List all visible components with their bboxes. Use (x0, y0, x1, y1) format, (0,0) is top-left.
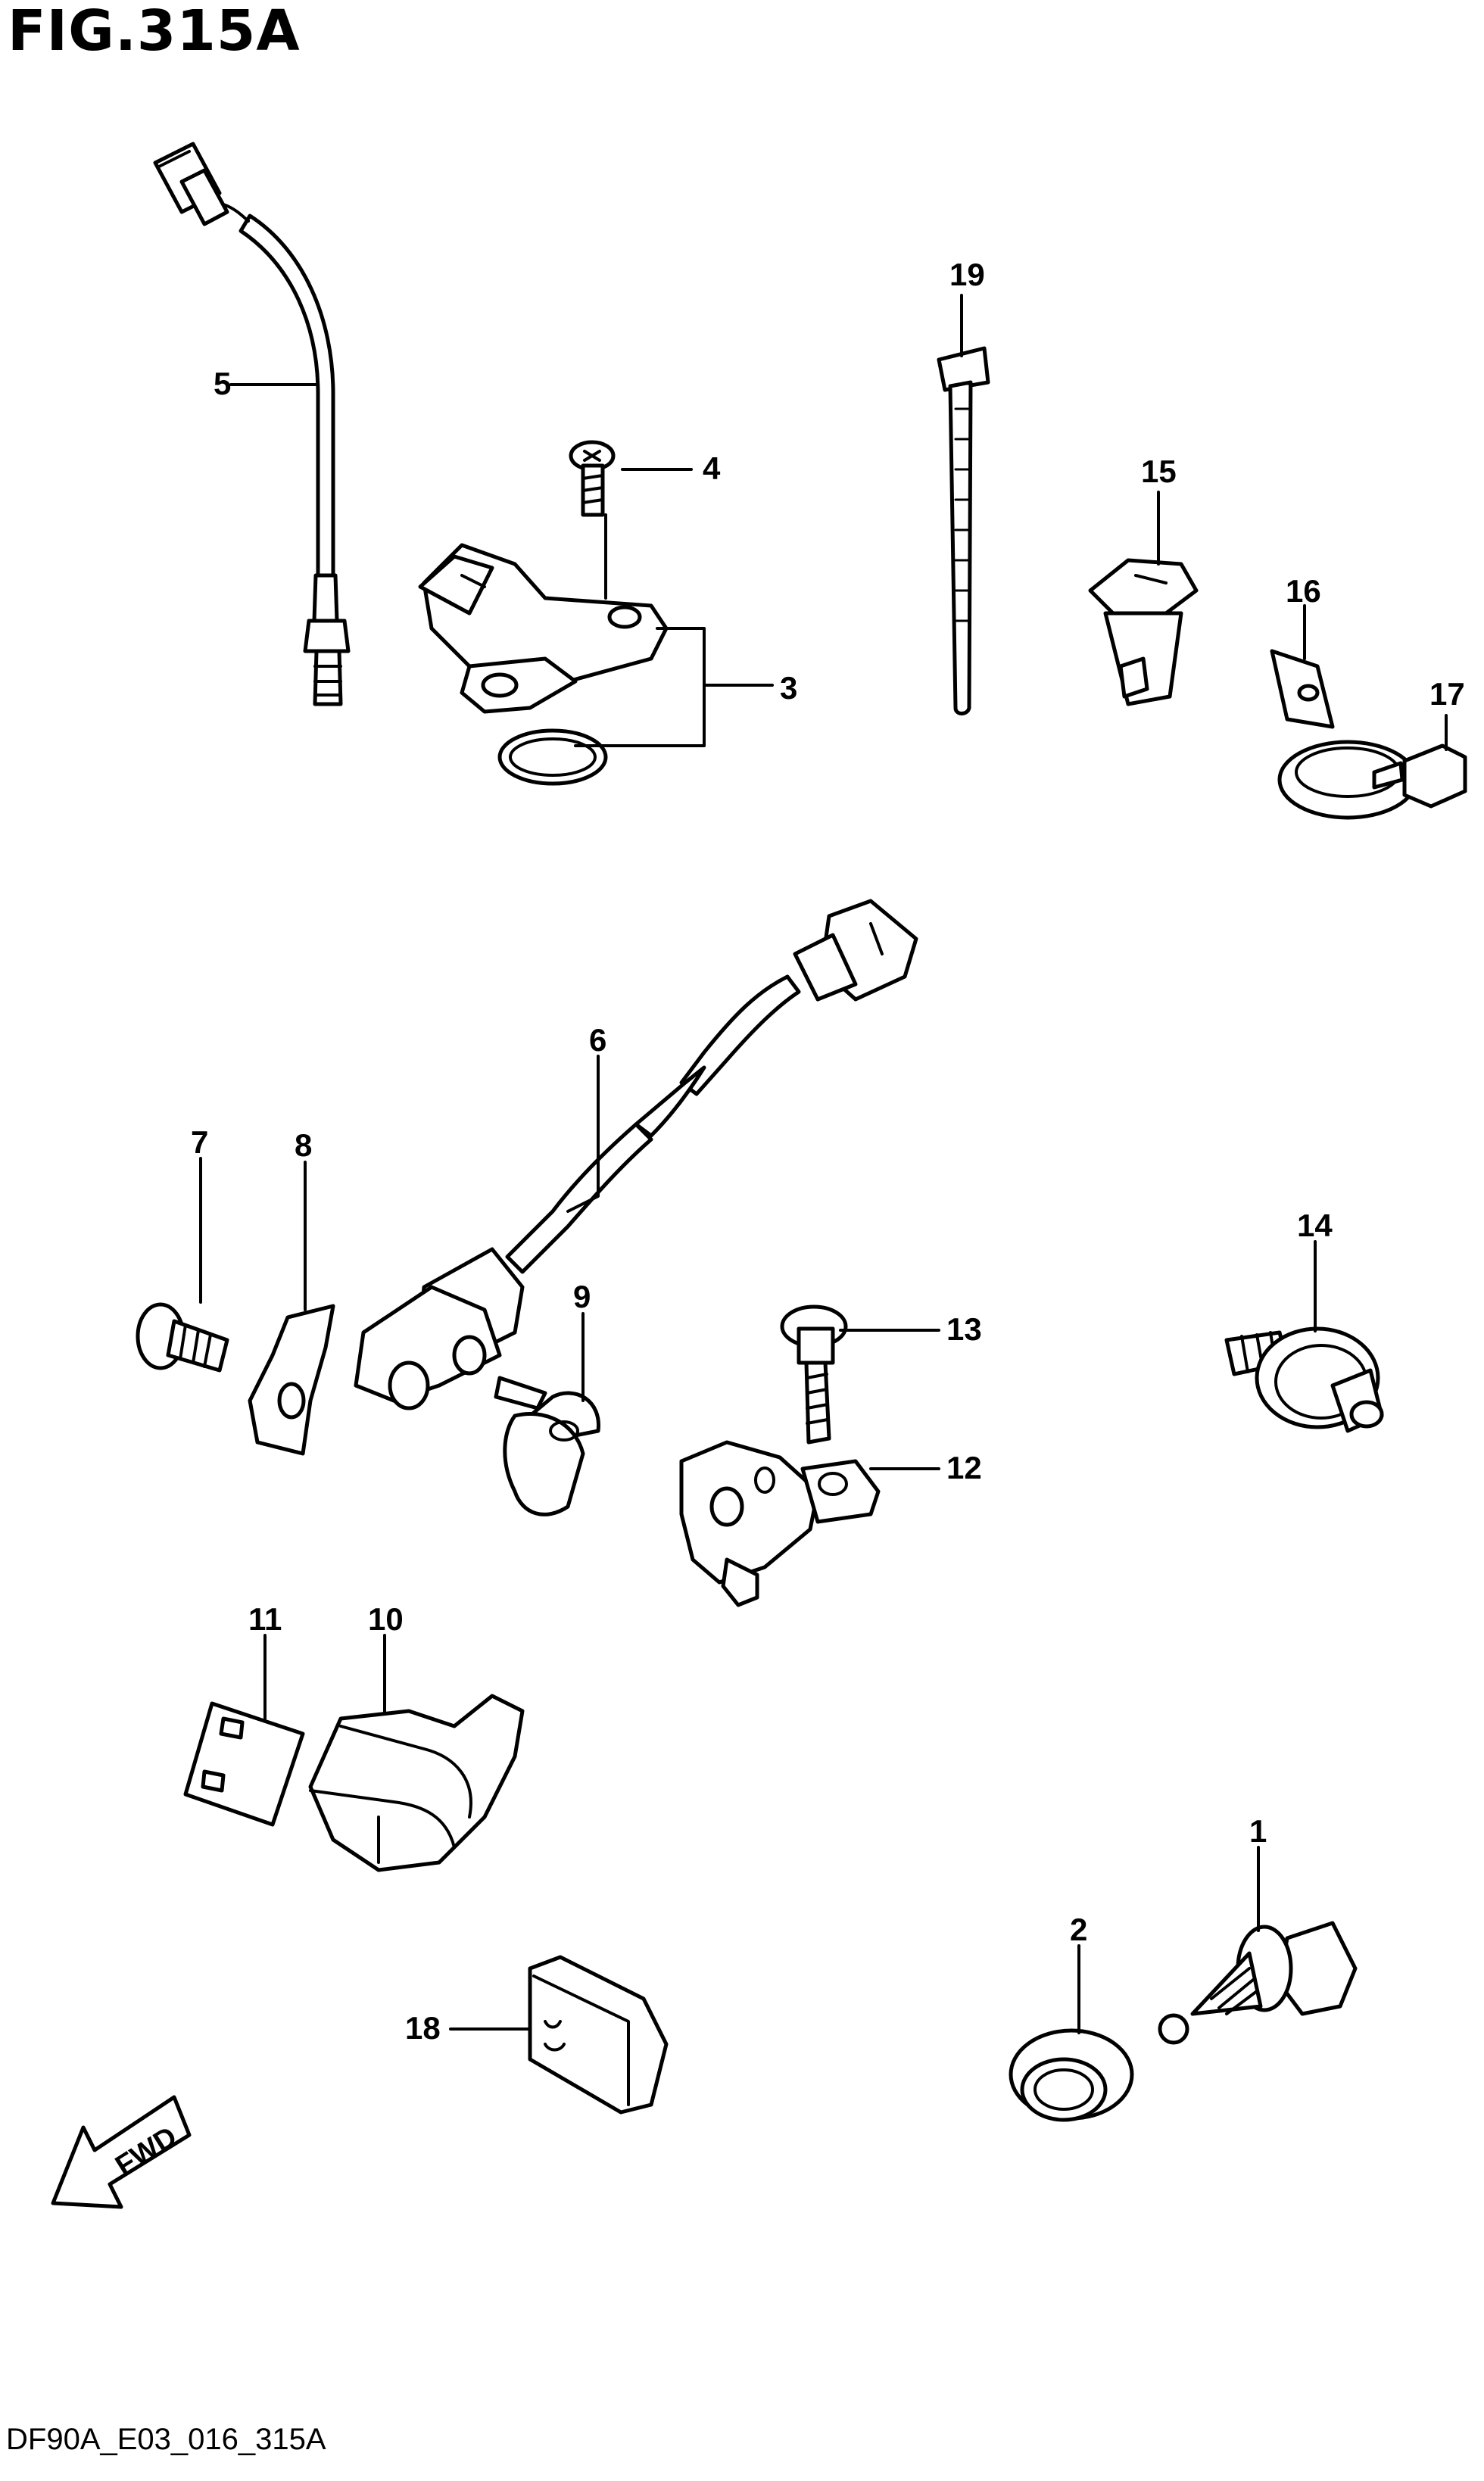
part-14-switch (1224, 1326, 1384, 1433)
part-13-bolt (780, 1304, 848, 1445)
callout-2: 2 (1070, 1912, 1088, 1947)
callout-13: 13 (946, 1311, 982, 1347)
part-17-bolt (1372, 743, 1467, 809)
callout-9: 9 (573, 1279, 591, 1314)
callout-3: 3 (780, 670, 798, 706)
callout-17: 17 (1429, 676, 1465, 712)
callout-8: 8 (295, 1127, 313, 1163)
callout-14: 14 (1297, 1208, 1333, 1243)
part-2-grommet (1009, 2028, 1134, 2122)
part-4-screw (569, 440, 616, 517)
callout-15: 15 (1141, 453, 1177, 489)
part-6-sensor-cable (354, 899, 918, 1410)
leader-lines (199, 294, 1448, 2034)
callout-5: 5 (214, 366, 232, 401)
callout-16: 16 (1286, 573, 1321, 609)
part-15-clip (1088, 558, 1199, 706)
diagram-code: DF90A_E03_016_315A (6, 2423, 326, 2456)
callout-7: 7 (191, 1124, 209, 1160)
callout-10: 10 (368, 1601, 404, 1637)
part-10-cover (308, 1694, 525, 1872)
part-5-sensor-cable (153, 142, 351, 706)
part-7-bolt (136, 1302, 229, 1373)
part-11-grommet (183, 1701, 305, 1827)
part-3-sensor (418, 543, 669, 786)
part-19-cable-tie (937, 346, 990, 715)
part-9-ring (494, 1376, 600, 1516)
callout-18: 18 (405, 2010, 441, 2046)
callout-1: 1 (1249, 1813, 1267, 1849)
part-12-sensor (679, 1440, 881, 1607)
part-8-plate (248, 1304, 335, 1456)
part-16-clamp (1270, 649, 1418, 820)
part-1-sensor (1158, 1921, 1358, 2045)
callout-11: 11 (248, 1601, 282, 1637)
callout-19: 19 (949, 257, 985, 292)
figure-title: FIG.315A (8, 0, 301, 64)
part-18-cover (528, 1955, 669, 2115)
callout-12: 12 (946, 1450, 982, 1485)
callout-4: 4 (703, 450, 721, 486)
fwd-direction-arrow: FWD (51, 2095, 192, 2209)
callout-6: 6 (589, 1022, 607, 1058)
